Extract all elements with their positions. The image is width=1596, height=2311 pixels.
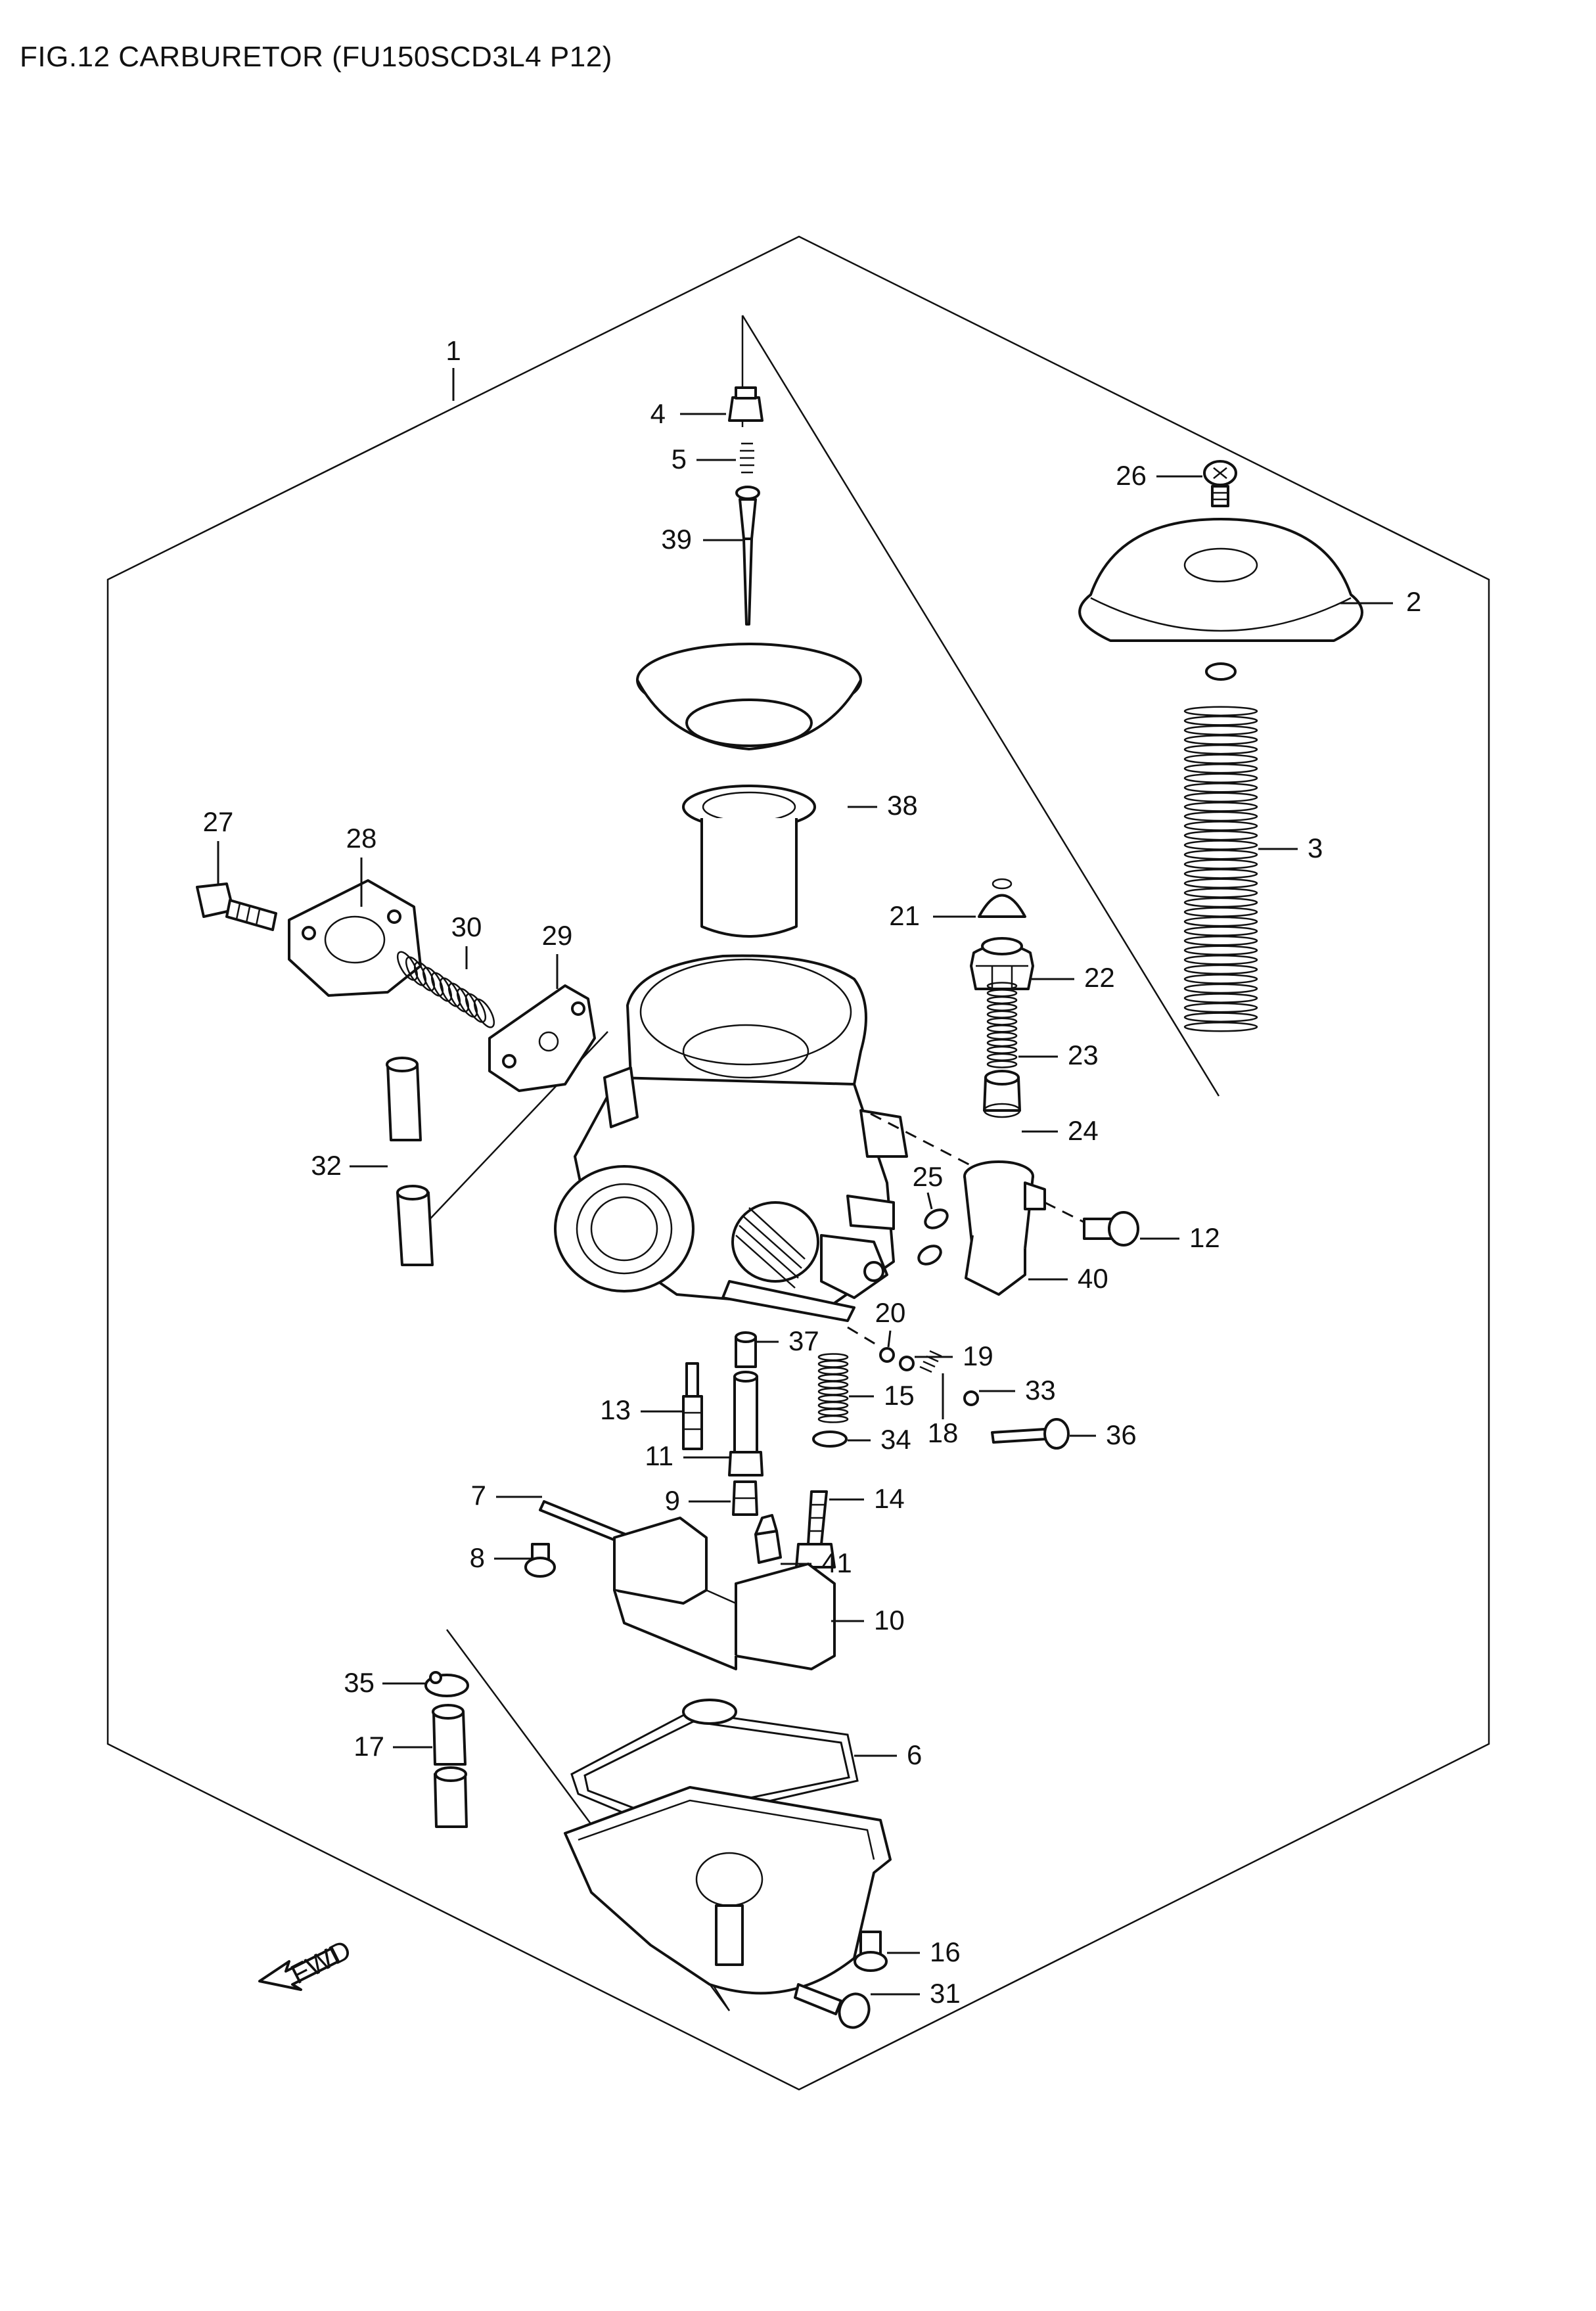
part-25-oring (917, 1208, 949, 1266)
guide-dash-starter (870, 1112, 980, 1171)
part-17-hose (432, 1704, 468, 1828)
assembly-outline (106, 235, 1490, 2091)
part-12-screw (1044, 1201, 1139, 1247)
callout-5: 5 (672, 444, 687, 474)
callout-38: 38 (887, 790, 918, 821)
callout-3: 3 (1308, 833, 1323, 863)
callout-30: 30 (451, 911, 482, 942)
callout-12: 12 (1189, 1222, 1220, 1253)
part-24-starter-plunger (983, 1070, 1021, 1118)
part-19-oring (899, 1356, 915, 1371)
part-37-jet (735, 1331, 757, 1368)
callout-36: 36 (1106, 1419, 1137, 1450)
part-7-float-pin (539, 1500, 627, 1544)
part-41-needle-valve (754, 1514, 782, 1564)
float-chamber-bowl (564, 1786, 892, 1995)
part-2-top-cap (1078, 518, 1363, 681)
part-8-screw (524, 1543, 556, 1578)
part-4-needle-cap (728, 386, 764, 422)
callout-13: 13 (600, 1394, 631, 1425)
part-33-oring (963, 1390, 979, 1406)
callout-21: 21 (889, 900, 920, 931)
part-13-pilot-jet (682, 1362, 703, 1450)
callout-19: 19 (963, 1340, 993, 1371)
part-30-spring (396, 951, 495, 1028)
callout-27: 27 (203, 806, 234, 837)
callout-28: 28 (346, 823, 377, 854)
leader-line-20 (887, 1330, 892, 1348)
callout-18: 18 (928, 1417, 959, 1448)
part-40-starter-body (963, 1160, 1046, 1296)
callout-9: 9 (665, 1485, 680, 1516)
callout-25: 25 (913, 1161, 944, 1192)
guide-dash-pilot (847, 1326, 881, 1348)
callout-39: 39 (661, 524, 692, 555)
part-10-float (613, 1517, 836, 1670)
part-6-float-chamber-gasket (570, 1699, 859, 1828)
callout-14: 14 (874, 1483, 905, 1514)
part-26-screw (1203, 460, 1237, 507)
callout-11: 11 (645, 1440, 673, 1471)
part-28-choke-housing (288, 879, 422, 997)
part-31-drain-screw (794, 1983, 871, 2029)
part-11-needle-jet (728, 1371, 764, 1476)
callout-24: 24 (1068, 1115, 1099, 1146)
part-16-screw (854, 1931, 888, 1972)
fwd-arrow-icon: FWD (258, 1934, 356, 1991)
part-23-spring (986, 982, 1018, 1068)
callout-31: 31 (930, 1978, 961, 2009)
callout-37: 37 (788, 1325, 819, 1356)
fwd-label: FWD (286, 1934, 356, 1990)
part-14-throttle-stop-screw (795, 1490, 836, 1568)
part-20-washer (879, 1347, 895, 1363)
callout-26: 26 (1116, 460, 1147, 491)
callout-8: 8 (470, 1542, 485, 1573)
callout-34: 34 (880, 1424, 911, 1455)
callout-32: 32 (311, 1150, 342, 1181)
callout-15: 15 (884, 1380, 915, 1411)
callout-29: 29 (542, 920, 573, 951)
leader-line-25 (926, 1192, 933, 1210)
part-32-hose (386, 1057, 434, 1266)
callout-6: 6 (907, 1739, 922, 1770)
part-29-plate (488, 984, 596, 1092)
part-15-spring (817, 1353, 849, 1423)
part-35-clip (424, 1671, 469, 1697)
part-21-cap (978, 878, 1026, 918)
callout-33: 33 (1025, 1375, 1056, 1406)
callout-7: 7 (471, 1480, 486, 1511)
part-18-spring (919, 1350, 942, 1373)
callout-22: 22 (1084, 962, 1115, 993)
part-27-bolt (196, 882, 277, 931)
callout-1: 1 (445, 335, 461, 366)
callout-35: 35 (344, 1667, 375, 1698)
part-36-screw (991, 1418, 1070, 1450)
callout-41: 41 (821, 1547, 852, 1578)
figure-title: FIG.12 CARBURETOR (FU150SCD3L4 P12) (20, 41, 612, 73)
carburetor-body (554, 954, 908, 1322)
callout-20: 20 (875, 1297, 906, 1328)
part-39-jet-needle (735, 486, 760, 626)
part-9-main-jet (732, 1480, 758, 1516)
part-38-diaphragm-piston (636, 643, 862, 938)
part-22-nut (970, 937, 1034, 990)
part-3-spring (1183, 706, 1258, 1032)
callout-4: 4 (650, 398, 666, 429)
callout-10: 10 (874, 1605, 905, 1636)
callout-23: 23 (1068, 1040, 1099, 1070)
part-34-washer (812, 1430, 848, 1448)
callout-layer: 1234567891011121314151617181920212223242… (203, 335, 1422, 2009)
callout-17: 17 (353, 1731, 384, 1762)
guide-line-needle (741, 315, 1220, 1097)
callout-16: 16 (930, 1936, 961, 1967)
callout-40: 40 (1078, 1263, 1108, 1294)
part-5-clip (740, 442, 754, 474)
callout-2: 2 (1406, 586, 1421, 617)
